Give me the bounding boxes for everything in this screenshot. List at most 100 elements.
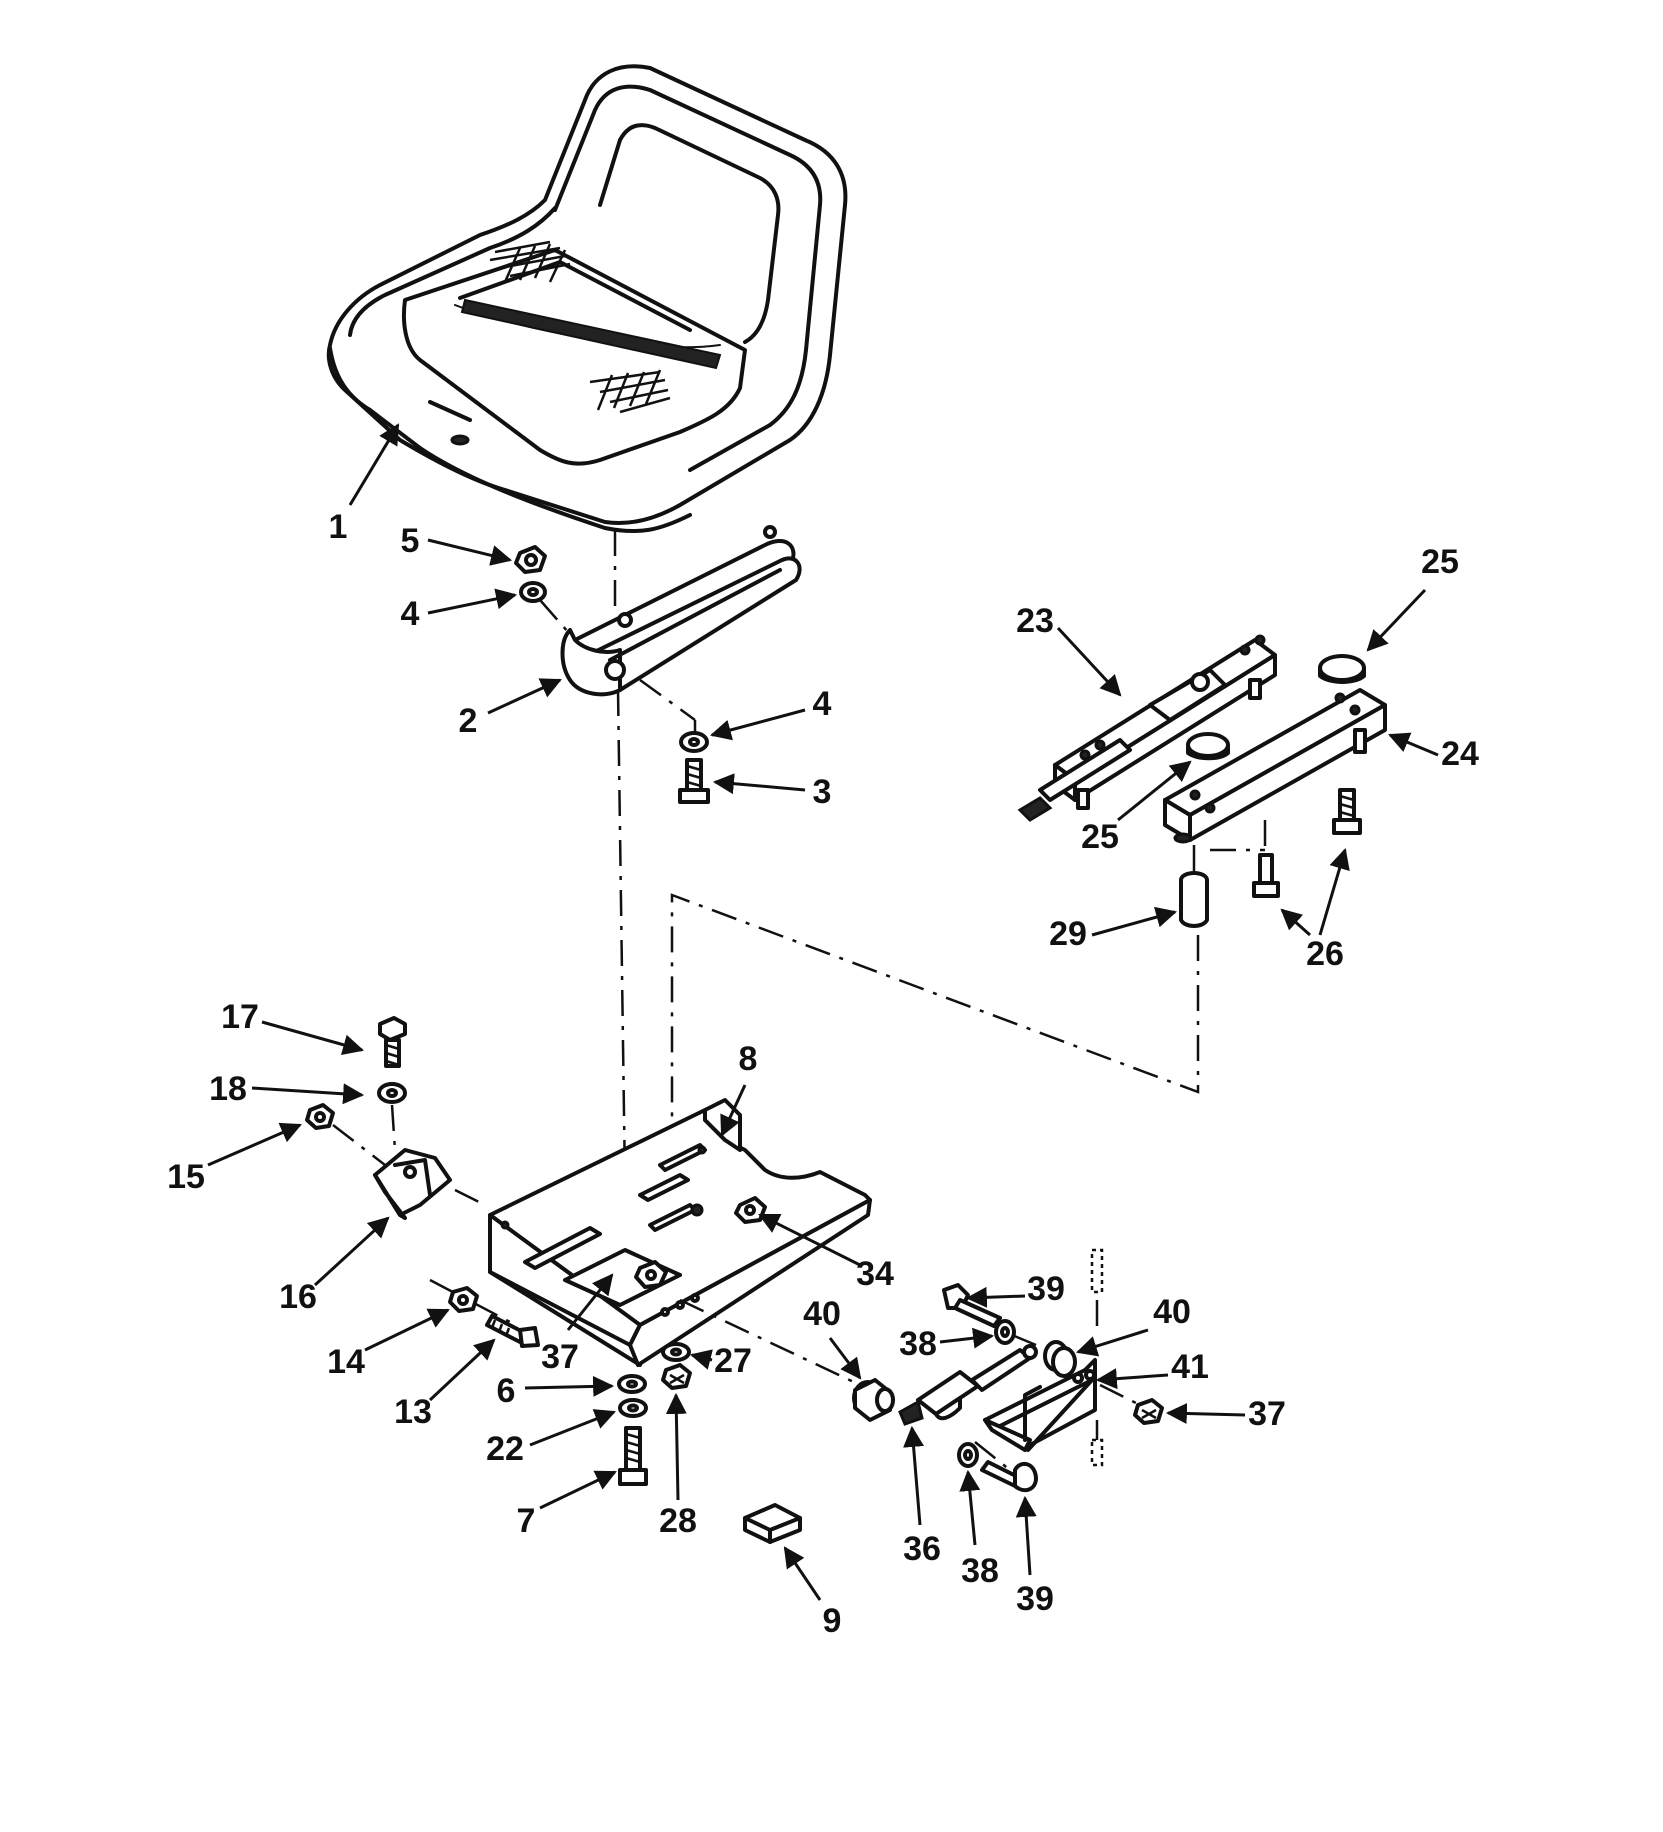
washer-part-18 (377, 1082, 407, 1104)
svg-text:36: 36 (903, 1530, 941, 1568)
washer-part-22 (618, 1398, 648, 1418)
svg-text:14: 14 (327, 1343, 365, 1381)
svg-text:9: 9 (823, 1602, 842, 1640)
svg-text:6: 6 (497, 1372, 516, 1410)
callout-8: 8 (720, 1040, 758, 1137)
washer-part-38-upper (994, 1319, 1016, 1345)
bolt-part-26-right (1332, 788, 1362, 835)
svg-text:38: 38 (961, 1552, 999, 1590)
svg-text:25: 25 (1421, 543, 1459, 581)
bolt-part-7 (618, 1426, 648, 1486)
svg-text:25: 25 (1081, 818, 1119, 856)
washer-part-27 (661, 1342, 691, 1362)
callout-7: 7 (517, 1470, 617, 1540)
bolt-part-39-lower (980, 1460, 1038, 1493)
callout-25-lower: 25 (1081, 760, 1192, 856)
washer-part-25-lower (1186, 732, 1230, 761)
callout-14: 14 (327, 1308, 450, 1381)
callout-37-right: 37 (1165, 1395, 1286, 1433)
bolt-part-39-upper (942, 1283, 1002, 1328)
nut-part-14 (448, 1286, 479, 1313)
svg-text:23: 23 (1016, 602, 1054, 640)
callout-6: 6 (497, 1372, 615, 1410)
washer-part-25-upper (1318, 654, 1366, 684)
bushing-part-40-right (1043, 1340, 1077, 1378)
bolt-part-26-left (1252, 853, 1280, 898)
svg-text:38: 38 (899, 1325, 937, 1363)
svg-text:4: 4 (813, 685, 832, 723)
svg-text:40: 40 (803, 1295, 841, 1333)
callout-15: 15 (167, 1122, 302, 1196)
callout-27: 27 (689, 1342, 752, 1380)
callout-26: 26 (1280, 847, 1350, 973)
callout-40-left: 40 (803, 1295, 862, 1380)
callout-9: 9 (783, 1546, 842, 1640)
callout-23: 23 (1016, 602, 1122, 697)
callout-18: 18 (209, 1070, 365, 1108)
svg-text:3: 3 (813, 773, 832, 811)
callout-37-left: 37 (541, 1273, 614, 1376)
callout-5: 5 (401, 522, 513, 566)
gas-spring-part-36 (898, 1344, 1038, 1426)
svg-text:16: 16 (279, 1278, 317, 1316)
svg-text:41: 41 (1171, 1348, 1209, 1386)
callout-40-right: 40 (1075, 1293, 1191, 1357)
callout-39-upper: 39 (965, 1270, 1065, 1308)
callout-36: 36 (903, 1425, 941, 1568)
callout-25-upper: 25 (1366, 543, 1459, 652)
callout-4-lower: 4 (709, 685, 832, 741)
svg-text:13: 13 (394, 1393, 432, 1431)
washer-part-38-lower (957, 1442, 979, 1468)
washer-part-4-lower (679, 731, 709, 753)
svg-text:37: 37 (541, 1338, 579, 1376)
callout-1: 1 (329, 423, 400, 546)
mount-bracket-part-41 (983, 1358, 1097, 1452)
callout-16: 16 (279, 1216, 390, 1316)
svg-text:1: 1 (329, 508, 348, 546)
svg-text:18: 18 (209, 1070, 247, 1108)
svg-text:2: 2 (459, 702, 478, 740)
svg-text:37: 37 (1248, 1395, 1286, 1433)
callout-34: 34 (758, 1213, 894, 1293)
callout-24: 24 (1388, 732, 1479, 773)
svg-text:5: 5 (401, 522, 420, 560)
pivot-bracket-part (560, 525, 802, 697)
nut-part-5 (514, 545, 547, 574)
bolt-part-3 (678, 758, 710, 804)
callout-39-lower: 39 (1015, 1495, 1054, 1618)
callout-17: 17 (221, 998, 365, 1056)
nut-part-37-right (1133, 1398, 1164, 1425)
svg-text:28: 28 (659, 1502, 697, 1540)
slide-rail-part-23 (1017, 634, 1277, 822)
callout-3: 3 (712, 773, 832, 811)
nut-part-37-left (634, 1260, 668, 1289)
svg-text:24: 24 (1441, 735, 1479, 773)
svg-text:29: 29 (1049, 915, 1087, 953)
hardware-ghost-lower (1090, 1420, 1104, 1467)
nut-part-28 (661, 1363, 692, 1390)
svg-text:15: 15 (167, 1158, 205, 1196)
callout-41: 41 (1095, 1348, 1209, 1390)
bushing-part-40-left (852, 1378, 895, 1422)
callout-29: 29 (1049, 906, 1178, 953)
callout-28: 28 (659, 1392, 697, 1540)
callout-2: 2 (459, 678, 562, 740)
svg-text:27: 27 (714, 1342, 752, 1380)
svg-text:39: 39 (1027, 1270, 1065, 1308)
bolt-part-17 (378, 1016, 407, 1068)
spacer-part-29 (1179, 871, 1209, 928)
washer-part-4-upper (519, 581, 547, 603)
svg-text:8: 8 (739, 1040, 758, 1078)
bolt-part-13 (485, 1314, 540, 1348)
svg-text:7: 7 (517, 1502, 536, 1540)
svg-text:40: 40 (1153, 1293, 1191, 1331)
seat-part (326, 64, 848, 534)
svg-text:26: 26 (1306, 935, 1344, 973)
svg-text:39: 39 (1016, 1580, 1054, 1618)
callout-38-upper: 38 (899, 1325, 995, 1363)
nut-part-15 (305, 1103, 335, 1130)
callout-22-label: 22 (486, 1430, 524, 1468)
callout-13: 13 (394, 1338, 496, 1431)
svg-text:4: 4 (401, 595, 420, 633)
